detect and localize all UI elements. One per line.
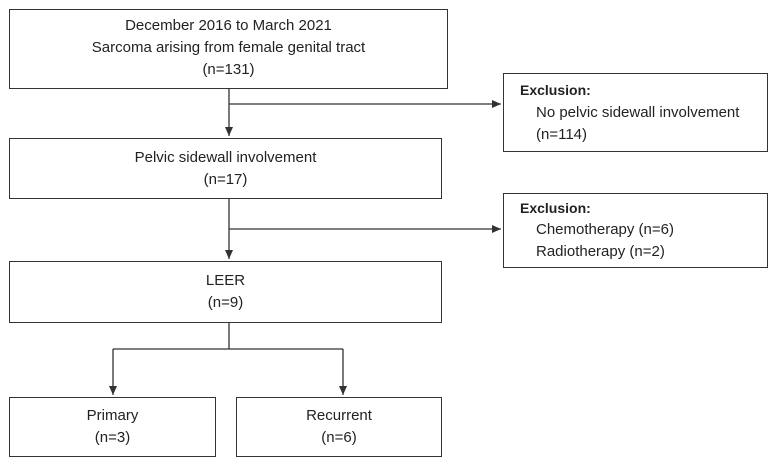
pelvic-involvement-box: Pelvic sidewall involvement (n=17) bbox=[9, 138, 442, 199]
exclusion-box-2: Exclusion: Chemotherapy (n=6) Radiothera… bbox=[503, 193, 768, 268]
exclusion-1-reason: No pelvic sidewall involvement bbox=[536, 104, 740, 121]
pelvic-count: (n=17) bbox=[203, 171, 248, 188]
exclusion-1-title: Exclusion: bbox=[520, 82, 591, 98]
primary-count: (n=3) bbox=[94, 429, 131, 446]
start-date-range: December 2016 to March 2021 bbox=[125, 17, 332, 34]
exclusion-2-radiotherapy: Radiotherapy (n=2) bbox=[536, 243, 665, 260]
recurrent-count: (n=6) bbox=[321, 429, 357, 446]
leer-box: LEER (n=9) bbox=[9, 261, 442, 323]
pelvic-label: Pelvic sidewall involvement bbox=[134, 149, 317, 166]
exclusion-2-chemotherapy: Chemotherapy (n=6) bbox=[536, 221, 674, 238]
primary-label: Primary bbox=[86, 407, 139, 424]
start-population: Sarcoma arising from female genital trac… bbox=[91, 39, 366, 56]
primary-box: Primary (n=3) bbox=[9, 397, 216, 457]
start-box: December 2016 to March 2021 Sarcoma aris… bbox=[9, 9, 448, 89]
exclusion-box-1: Exclusion: No pelvic sidewall involvemen… bbox=[503, 73, 768, 152]
exclusion-1-count: (n=114) bbox=[536, 126, 588, 143]
leer-count: (n=9) bbox=[207, 294, 244, 311]
exclusion-2-title: Exclusion: bbox=[520, 200, 591, 216]
start-count: (n=131) bbox=[202, 61, 255, 78]
leer-label: LEER bbox=[205, 272, 246, 289]
recurrent-box: Recurrent (n=6) bbox=[236, 397, 442, 457]
recurrent-label: Recurrent bbox=[306, 407, 372, 424]
